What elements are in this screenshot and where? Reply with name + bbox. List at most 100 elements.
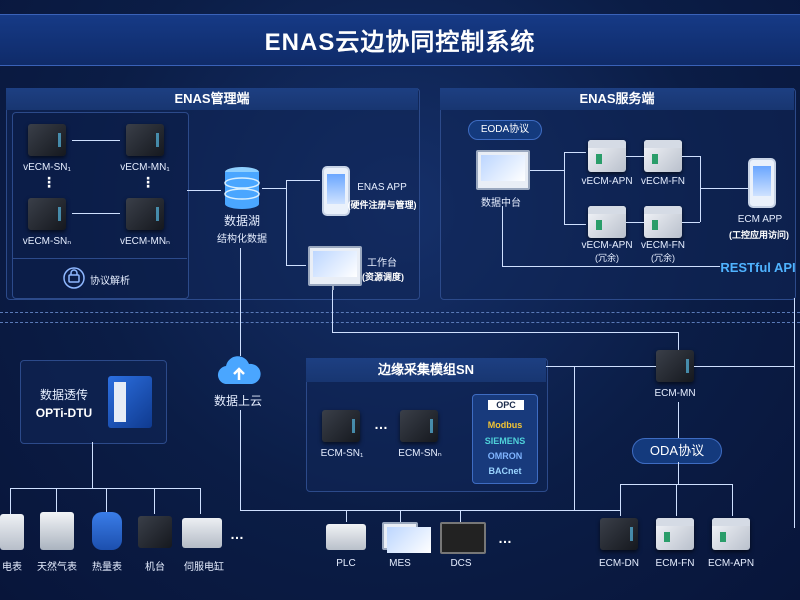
connector	[502, 206, 503, 266]
connector	[694, 366, 794, 367]
connector	[460, 510, 461, 522]
connector	[332, 332, 678, 333]
mgmt-panel-header: ENAS管理端	[6, 88, 418, 110]
connector	[682, 156, 700, 157]
connector	[286, 180, 320, 181]
connector	[286, 265, 306, 266]
workbench-sub-label: (资源调度)	[362, 272, 404, 282]
data-lake-database-icon	[224, 167, 260, 209]
page-title: ENAS云边协同控制系统	[264, 29, 536, 56]
plc-label: PLC	[336, 558, 356, 569]
mes-monitor-icon	[382, 522, 431, 553]
ecm-snn-server-icon	[400, 410, 438, 442]
ecm-snn-label: ECM-SNₙ	[398, 448, 442, 459]
restful-api-label: RESTful API	[720, 260, 796, 275]
vecm-snn-label: vECM-SNₙ	[22, 236, 72, 247]
machine-motor-icon	[138, 516, 172, 548]
ecm-fn-label: ECM-FN	[655, 558, 695, 569]
vecm-fn-redundant-sub-label: (冗余)	[651, 253, 675, 263]
connector	[262, 188, 286, 189]
connector	[678, 462, 679, 484]
eoda-protocol-badge: EODA协议	[468, 120, 542, 140]
connector	[346, 510, 347, 522]
connector	[10, 488, 200, 489]
connector	[626, 156, 644, 157]
connector	[187, 190, 221, 191]
modbus-logo: Modbus	[487, 420, 523, 430]
vertical-ellipsis: ⋮	[42, 174, 56, 190]
ecm-app-label: ECM APP	[737, 214, 783, 225]
plc-device-icon	[326, 524, 366, 550]
connector	[400, 510, 401, 522]
gas-meter-icon	[40, 512, 74, 550]
dcs-screen-icon	[440, 522, 486, 554]
data-lake-sub-label: 结构化数据	[217, 234, 267, 245]
ecm-mn-label: ECM-MN	[654, 388, 696, 399]
ecm-mn-server-icon	[656, 350, 694, 382]
connector	[564, 152, 565, 224]
connector	[92, 442, 93, 488]
device-label-servo-cylinder: 伺服电缸	[184, 562, 224, 573]
connector	[240, 510, 620, 511]
connector	[574, 366, 575, 510]
servo-cylinder-icon	[182, 518, 222, 548]
vecm-sn1-server-icon	[28, 124, 66, 156]
connector	[794, 298, 795, 528]
connector	[72, 213, 120, 214]
connector	[620, 484, 621, 516]
heat-meter-icon	[92, 512, 122, 550]
connector	[332, 290, 333, 332]
omron-logo: OMRON	[487, 451, 523, 461]
vecm-fn-label: vECM-FN	[641, 176, 685, 187]
vecm-apn-redundant-sub-label: (冗余)	[595, 253, 619, 263]
vecm-apn-redundant-server-icon	[588, 206, 626, 238]
vecm-apn-redundant-label: vECM-APN	[581, 240, 633, 251]
ecm-fn-server-icon	[656, 518, 694, 550]
ecm-dn-label: ECM-DN	[599, 558, 639, 569]
ecm-sn1-server-icon	[322, 410, 360, 442]
vecm-mn1-label: vECM-MN₁	[120, 162, 170, 173]
mes-label: MES	[389, 558, 411, 569]
separator	[0, 312, 800, 313]
dtu-title: 数据透传	[39, 388, 88, 402]
bacnet-logo: BACnet	[488, 466, 522, 476]
cloud-label: 数据上云	[213, 394, 262, 408]
connector	[682, 222, 700, 223]
vecm-sn1-label: vECM-SN₁	[23, 162, 71, 173]
enas-app-sub-label: (硬件注册与管理)	[347, 200, 417, 210]
enas-app-phone-icon	[322, 166, 350, 216]
cloud-upload-icon	[217, 356, 261, 385]
service-panel-header: ENAS服务端	[440, 88, 794, 110]
datacenter-label: 数据中台	[481, 198, 521, 209]
workbench-label: 工作台	[367, 258, 397, 269]
connector	[56, 488, 57, 514]
vecm-fn-server-icon	[644, 140, 682, 172]
vecm-fn-redundant-server-icon	[644, 206, 682, 238]
connector	[564, 152, 586, 153]
separator	[12, 258, 187, 259]
connector	[72, 140, 120, 141]
dtu-device-panel	[114, 382, 126, 422]
connector	[732, 484, 733, 516]
title-bar	[0, 14, 800, 66]
connector	[564, 224, 586, 225]
enas-app-label: ENAS APP	[357, 182, 407, 193]
siemens-logo: SIEMENS	[484, 436, 526, 446]
vecm-apn-label: vECM-APN	[581, 176, 633, 187]
datacenter-monitor-icon	[476, 150, 530, 190]
ecm-sn1-label: ECM-SN₁	[320, 448, 364, 459]
connector	[676, 484, 677, 516]
ellipsis: …	[498, 530, 512, 546]
ecm-apn-server-icon	[712, 518, 750, 550]
ecm-apn-label: ECM-APN	[707, 558, 755, 569]
ecm-app-phone-icon	[748, 158, 776, 208]
connector	[678, 402, 679, 438]
monitor-stand	[332, 286, 334, 290]
data-lake-label: 数据湖	[223, 214, 260, 228]
connector	[10, 488, 11, 514]
ellipsis: …	[230, 526, 244, 542]
vecm-mnn-server-icon	[126, 198, 164, 230]
device-label-heat-meter: 热量表	[92, 562, 122, 573]
connector	[106, 488, 107, 514]
oda-protocol-badge: ODA协议	[632, 438, 722, 464]
